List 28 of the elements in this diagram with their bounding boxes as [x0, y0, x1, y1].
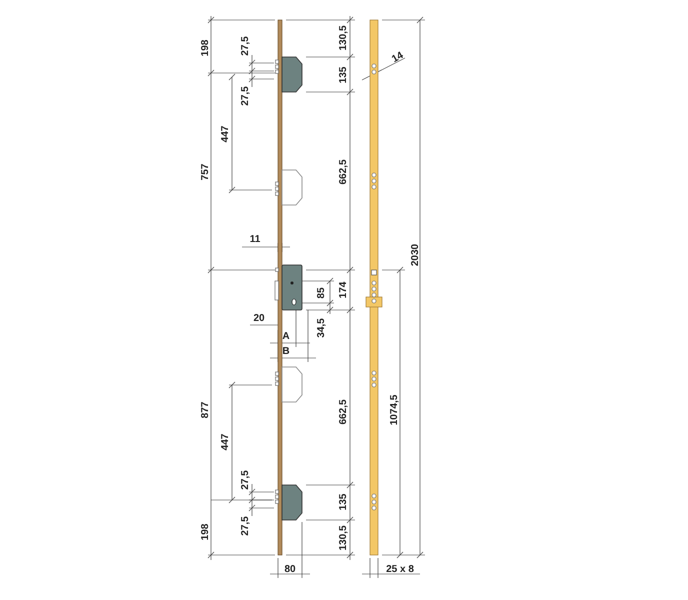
dimension-label: 27,5 — [241, 36, 251, 56]
dimension-label: 27,5 — [241, 86, 251, 106]
dimension-label: 198 — [201, 40, 211, 56]
dimension-label: 20 — [253, 314, 265, 324]
dimension-label: 1074,5 — [390, 394, 400, 426]
dimension-label: 130,5 — [339, 25, 349, 51]
dimension-label: 447 — [221, 434, 231, 450]
dimension-label: A — [282, 332, 290, 342]
dimension-label: 174 — [339, 282, 349, 298]
dimension-label: 135 — [339, 494, 349, 510]
dimension-label: 27,5 — [241, 470, 251, 490]
dimension-label: 80 — [284, 565, 296, 575]
dimension-label: 130,5 — [339, 525, 349, 551]
dimension-label: 757 — [201, 164, 211, 180]
dimension-label: 135 — [339, 66, 349, 84]
dimension-label: 662,5 — [339, 159, 349, 185]
dimension-label: 14 — [390, 50, 406, 66]
dimension-label: B — [282, 347, 290, 357]
dimension-label: 877 — [201, 402, 211, 418]
dimension-label: 2030 — [411, 244, 421, 266]
dimension-label: 662,5 — [339, 399, 349, 425]
dimension-label: 11 — [250, 235, 260, 245]
dimension-label: 447 — [221, 126, 231, 142]
dimension-label: 25 x 8 — [386, 565, 414, 575]
dimension-label: 34,5 — [317, 318, 327, 338]
dimension-label: 198 — [201, 524, 211, 540]
dimension-label: 85 — [317, 287, 327, 299]
dimension-label: 27,5 — [241, 516, 251, 536]
